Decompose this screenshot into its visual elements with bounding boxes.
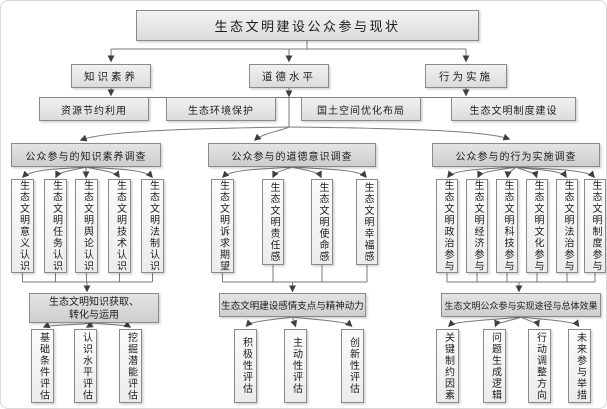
node-g0-item-2: 生态文明舆论认识 [75, 179, 98, 273]
node-summary-moral: 生态文明建设感情支点与精神动力 [219, 293, 366, 317]
node-g1-assessment-0: 积极性评估 [234, 329, 257, 403]
node-g1-item-3: 生态文明幸福感 [356, 179, 378, 265]
node-root-status: 生态文明建设公众参与现状 [136, 10, 479, 41]
node-g2-assessment-2: 行动调整方向 [528, 329, 551, 403]
node-g2-item-2: 生态文明科技参与 [496, 179, 518, 273]
node-g0-item-4: 生态文明法制认识 [141, 179, 164, 273]
node-survey-knowledge: 公众参与的知识素养调查 [11, 143, 161, 167]
node-g1-assessment-2: 创新性评估 [341, 329, 364, 403]
node-g1-item-2: 生态文明使命感 [311, 179, 333, 265]
node-g1-item-1: 生态文明责任感 [262, 179, 284, 265]
node-g0-item-3: 生态文明技术认识 [108, 179, 131, 273]
node-moral-level: 道德水平 [249, 64, 329, 88]
node-knowledge-literacy: 知识素养 [71, 64, 151, 88]
node-g2-item-4: 生态文明法治参与 [556, 179, 578, 273]
node-g0-assessment-0: 基础条件评估 [31, 329, 54, 403]
node-g2-item-0: 生态文明政治参与 [436, 179, 458, 273]
node-g1-item-0: 生态文明诉求期望 [211, 179, 234, 273]
node-survey-moral: 公众参与的道德意识调查 [208, 143, 376, 167]
node-resource-conservation: 资源节约利用 [39, 97, 149, 121]
node-g0-assessment-2: 挖掘潜能评估 [119, 329, 142, 403]
node-g2-assessment-0: 关键制约因素 [436, 329, 459, 403]
node-summary-knowledge: 生态文明知识获取、转化与运用 [29, 293, 159, 323]
node-g2-item-3: 生态文明文化参与 [526, 179, 548, 273]
node-g2-assessment-1: 问题生成逻辑 [483, 329, 506, 403]
node-environment-protection: 生态环境保护 [166, 97, 276, 121]
node-g0-item-1: 生态文明任务认识 [44, 179, 67, 273]
node-survey-behavior: 公众参与的行为实施调查 [432, 143, 600, 167]
node-g0-assessment-1: 认识水平评估 [74, 329, 97, 403]
node-g2-assessment-3: 未来参与举措 [568, 329, 591, 403]
node-g1-assessment-1: 主动性评估 [284, 329, 307, 403]
node-g2-item-5: 生态文明制度参与 [584, 179, 606, 273]
node-institution-building: 生态文明制度建设 [451, 97, 576, 121]
node-g0-item-0: 生态文明意义认识 [11, 179, 34, 273]
node-g2-item-1: 生态文明经济参与 [466, 179, 488, 273]
node-land-space-layout: 国土空间优化布局 [301, 97, 421, 121]
node-behavior-implementation: 行为实施 [425, 64, 507, 88]
node-summary-behavior: 生态文明公众参与实现途径与总体效果 [441, 293, 601, 317]
